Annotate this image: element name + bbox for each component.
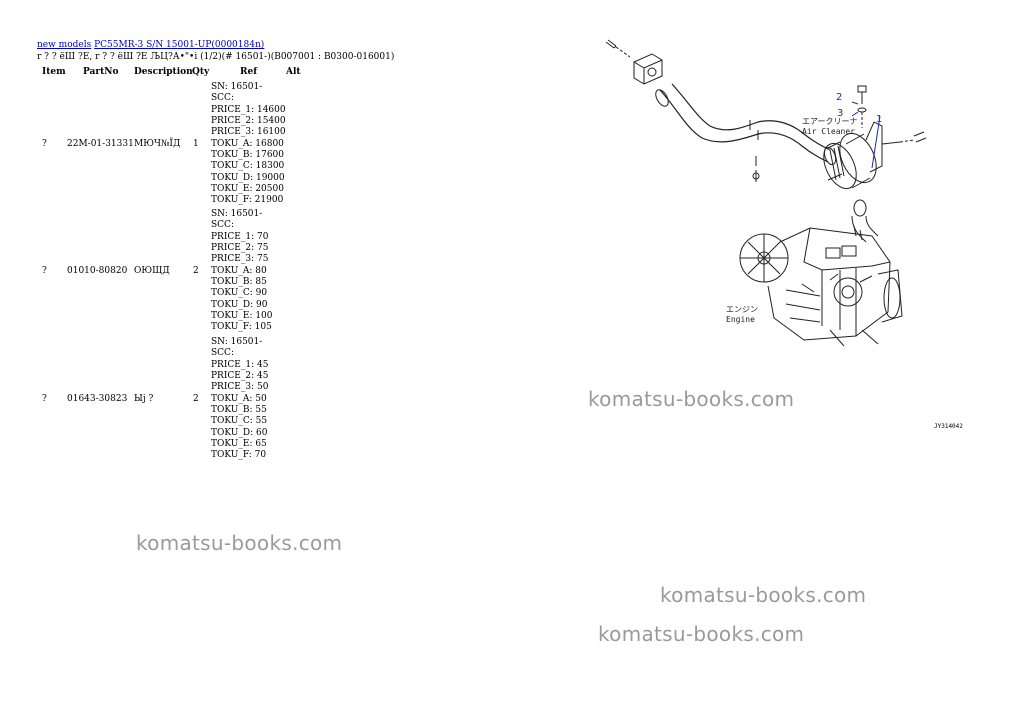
ref-line: SN: 16501- [211, 82, 263, 92]
air-cleaner [823, 132, 877, 190]
ref-line: TOKU_C: 90 [211, 288, 268, 299]
watermark: komatsu-books.com [598, 622, 805, 646]
ref-line: TOKU_C: 55 [211, 416, 268, 427]
figure-code: JY314042 [934, 423, 963, 430]
ref-line: SCC: [211, 348, 234, 359]
watermark: komatsu-books.com [660, 583, 867, 607]
ref-line: TOKU_A: 50 [211, 393, 267, 404]
air-cleaner-label-jp: エアークリーナ [802, 117, 858, 126]
ref-line: PRICE_1: 70 [211, 231, 269, 242]
engine-label-en: Engine [726, 315, 755, 324]
bolt-top-left [605, 39, 631, 58]
row-item: ? [42, 266, 47, 276]
header-partno: PartNo [83, 67, 119, 77]
watermark: komatsu-books.com [588, 387, 795, 411]
row-ref-list: SN: 16501- SCC: PRICE_1: 14600 PRICE_2: … [211, 82, 286, 207]
ref-line: TOKU_B: 85 [211, 277, 267, 288]
watermark: komatsu-books.com [136, 531, 343, 555]
row-partno: 01643-30823 [67, 394, 128, 404]
ref-line: PRICE_2: 75 [211, 243, 269, 254]
row-ref-list: SN: 16501- SCC: PRICE_1: 70 PRICE_2: 75 … [211, 209, 273, 334]
ref-line: SCC: [211, 220, 234, 231]
header-ref: Ref [240, 67, 258, 77]
ref-line: TOKU_D: 90 [211, 299, 268, 310]
ref-line: TOKU_D: 60 [211, 427, 268, 438]
row-partno: 22M-01-31331 [67, 139, 134, 149]
ref-line: SN: 16501- [211, 209, 263, 219]
ref-line: TOKU_F: 70 [211, 450, 267, 461]
ref-line: TOKU_E: 100 [211, 311, 273, 322]
header-item: Item [42, 67, 66, 77]
ref-line: SN: 16501- [211, 337, 263, 347]
callout-2: 2 [836, 92, 842, 103]
row-ref-list: SN: 16501- SCC: PRICE_1: 45 PRICE_2: 45 … [211, 337, 268, 462]
ref-line: TOKU_E: 20500 [211, 184, 284, 195]
ref-line: TOKU_A: 80 [211, 265, 267, 276]
clamp-block [633, 53, 663, 85]
bolt-callout-2-3 [857, 85, 867, 128]
row-item: ? [42, 139, 47, 149]
ref-line: PRICE_3: 50 [211, 382, 269, 393]
ref-line: TOKU_D: 19000 [211, 172, 285, 183]
bracket [865, 121, 927, 173]
row-item: ? [42, 394, 47, 404]
ref-line: TOKU_F: 21900 [211, 195, 284, 206]
row-qty: 2 [193, 394, 199, 404]
ref-line: TOKU_E: 65 [211, 439, 267, 450]
parts-diagram: 2 3 1 エアークリーナ Air Cleaner エンジン Engine [605, 39, 927, 347]
callout-1: 1 [876, 114, 882, 125]
ref-line: PRICE_2: 15400 [211, 116, 286, 127]
air-cleaner-label-en: Air Cleaner [802, 127, 855, 136]
header-description: Description [134, 67, 193, 77]
header-qty: Qty [192, 67, 210, 77]
ref-line: PRICE_1: 14600 [211, 104, 286, 115]
row-partno: 01010-80820 [67, 266, 128, 276]
ref-line: PRICE_1: 45 [211, 359, 269, 370]
ref-line: TOKU_A: 16800 [211, 138, 284, 149]
ref-line: TOKU_C: 18300 [211, 161, 285, 172]
ref-line: PRICE_2: 45 [211, 371, 269, 382]
breadcrumb-link-new-models[interactable]: new models [37, 40, 92, 50]
engine [739, 227, 903, 347]
ref-line: SCC: [211, 93, 234, 104]
ref-line: PRICE_3: 75 [211, 254, 269, 265]
row-description: Ыј ? [134, 394, 154, 404]
ref-line: PRICE_3: 16100 [211, 127, 286, 138]
engine-label-jp: エンジン [726, 305, 758, 314]
breadcrumb-link-model[interactable]: PC55MR-3 S/N 15001-UP(0000184n) [94, 40, 265, 50]
ref-line: TOKU_B: 55 [211, 405, 267, 416]
row-description: МЮЧ№ЇД [134, 139, 181, 149]
row-description: ОЮЩД [134, 266, 170, 276]
row-qty: 2 [193, 266, 199, 276]
ref-line: TOKU_F: 105 [211, 322, 272, 333]
callout-3: 3 [837, 108, 843, 119]
header-alt: Alt [286, 67, 301, 77]
page-subtitle: r ? ? ёШ ?Е, r ? ? ёШ ?Е ЉЦ?А•"•i (1/2)(… [37, 52, 395, 62]
ref-line: TOKU_B: 17600 [211, 150, 285, 161]
row-qty: 1 [193, 139, 199, 149]
breadcrumb: new models PC55MR-3 S/N 15001-UP(0000184… [37, 40, 264, 51]
